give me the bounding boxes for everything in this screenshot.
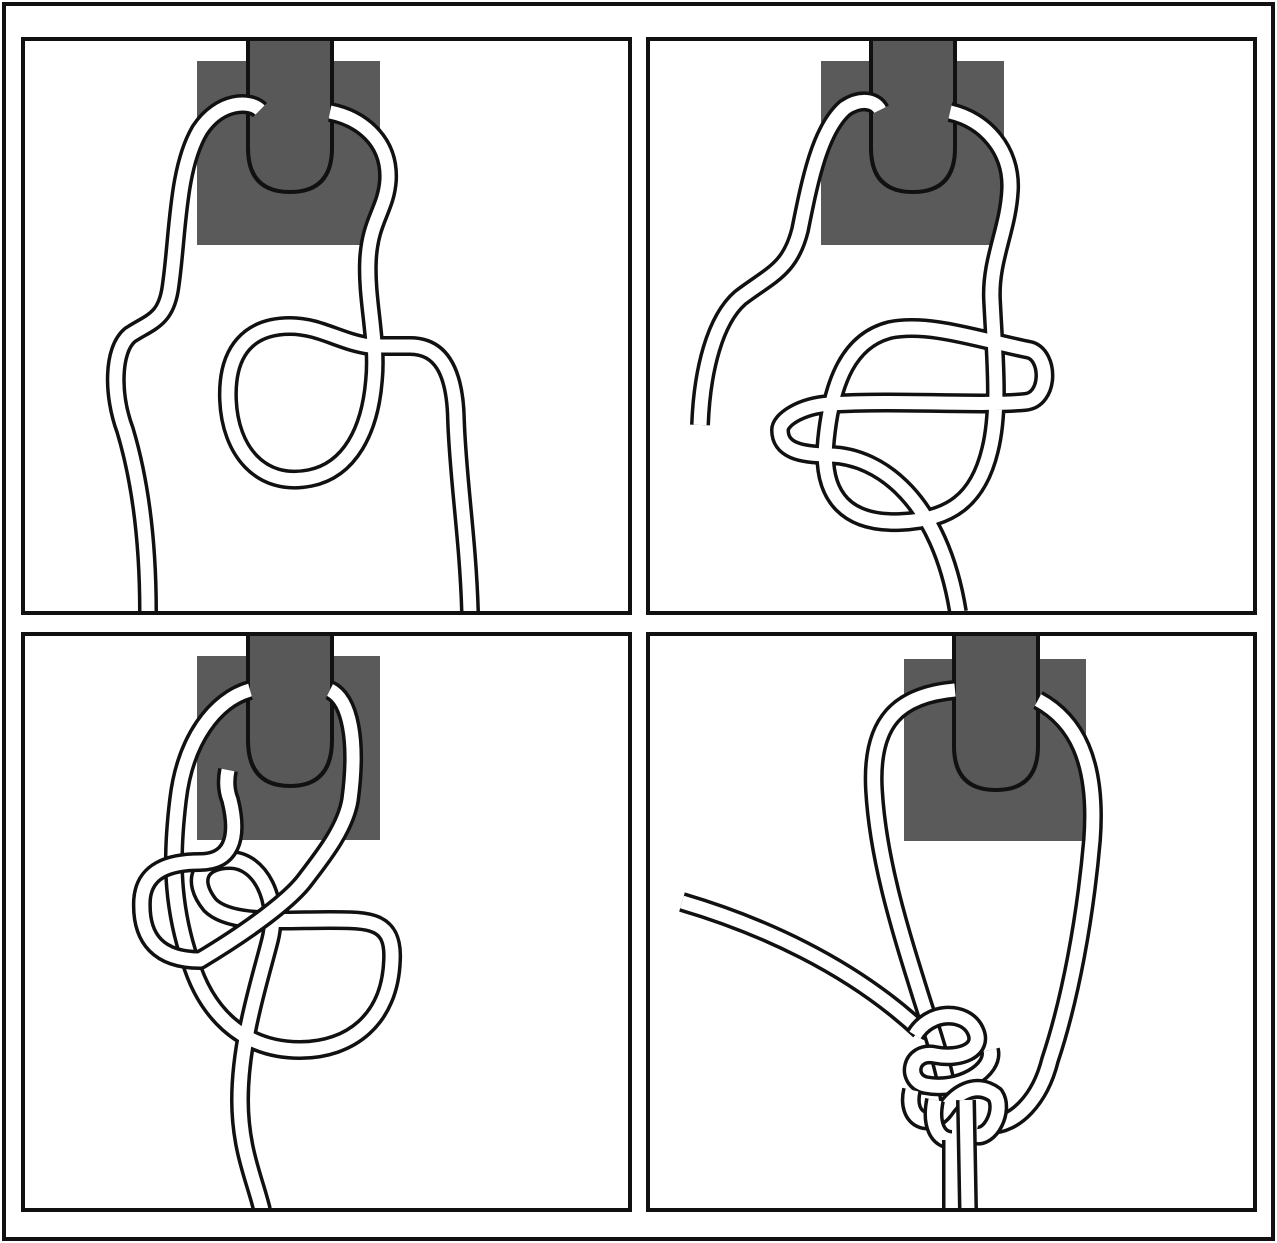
anchor-bar	[871, 36, 955, 192]
anchor-bar	[248, 631, 332, 786]
panel-step-3	[23, 631, 630, 1210]
anchor-bar	[954, 631, 1038, 790]
panel-step-1	[23, 36, 630, 613]
panel-step-4	[648, 631, 1255, 1210]
anchor-bar	[248, 36, 332, 192]
panel-step-2	[648, 36, 1255, 613]
